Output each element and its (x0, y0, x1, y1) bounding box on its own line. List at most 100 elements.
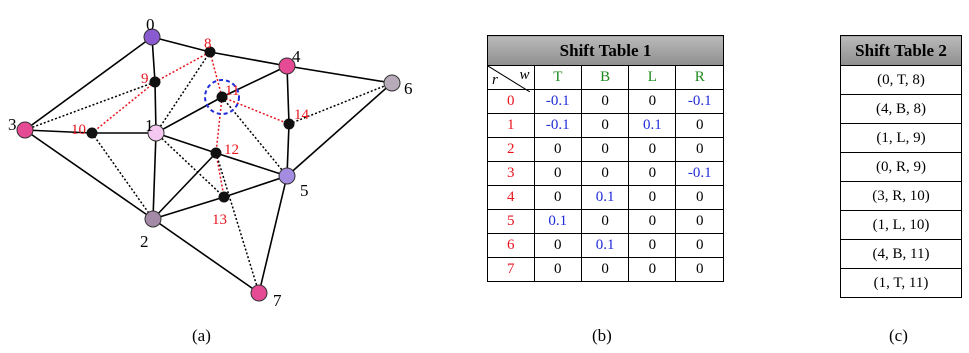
edge-14-6 (288, 82, 393, 125)
shift-table-2: Shift Table 2 (0, T, 8)(4, B, 8)(1, L, 9… (840, 35, 962, 298)
edge-5-7 (258, 175, 288, 294)
table-cell: 0 (533, 185, 583, 210)
edge-8-4 (209, 51, 288, 67)
node-label-5: 5 (300, 181, 309, 200)
node-label-13: 13 (212, 212, 227, 228)
shift-node-13 (218, 191, 230, 203)
table-cell: 0 (533, 233, 583, 258)
table-row: (1, L, 9) (840, 123, 962, 153)
edge-4-14 (286, 65, 290, 125)
node-label-1: 1 (145, 116, 154, 135)
edge-9-1 (154, 81, 157, 134)
col-variable-label: w (519, 67, 530, 83)
table-row: (1, T, 11) (840, 268, 962, 298)
table-cell: 0 (581, 137, 630, 162)
shift-entry-cell: (0, R, 9) (840, 152, 962, 182)
vertex-node-3 (16, 121, 34, 139)
table-cell: 0 (628, 89, 677, 114)
row-variable-label: r (492, 72, 498, 88)
shift-node-10 (86, 127, 98, 139)
shift-table-1-title: Shift Table 1 (487, 35, 724, 66)
vertex-node-5 (278, 167, 296, 185)
shift-table-2-title: Shift Table 2 (840, 35, 962, 66)
edge-9-10 (91, 81, 156, 134)
edge-12-5 (215, 152, 288, 177)
node-label-2: 2 (140, 232, 149, 251)
node-label-4: 4 (292, 47, 301, 66)
vertex-node-2 (144, 210, 162, 228)
table-cell: -0.1 (533, 113, 583, 138)
table-cell: 0.1 (581, 233, 630, 258)
node-label-9: 9 (141, 71, 149, 87)
edge-1-12 (155, 132, 217, 154)
edge-2-12 (152, 152, 217, 220)
row-index-cell: 5 (487, 209, 535, 234)
table-cell: -0.1 (675, 89, 724, 114)
row-index-cell: 6 (487, 233, 535, 258)
table-cell: 0 (675, 257, 724, 282)
node-label-6: 6 (404, 79, 413, 98)
table-cell: 0 (533, 161, 583, 186)
caption-b: (b) (592, 326, 612, 345)
edge-0-8 (151, 36, 211, 53)
shift-node-14 (283, 118, 295, 130)
vertex-node-6 (383, 74, 401, 92)
edge-1-11 (155, 96, 223, 134)
row-index-cell: 1 (487, 113, 535, 138)
table-cell: 0 (628, 233, 677, 258)
col-header-t: T (533, 65, 583, 90)
shift-entry-cell: (1, L, 10) (840, 210, 962, 240)
table-row: (3, R, 10) (840, 181, 962, 211)
row-index-cell: 3 (487, 161, 535, 186)
vertex-node-0 (143, 28, 161, 46)
edge-1-8 (155, 51, 211, 134)
edge-3-10 (24, 129, 93, 134)
row-index-cell: 0 (487, 89, 535, 114)
table-cell: 0 (628, 209, 677, 234)
table-cell: 0 (675, 113, 724, 138)
edge-6-5 (286, 82, 393, 177)
shift-entry-cell: (1, T, 11) (840, 268, 962, 298)
shift-node-12 (210, 147, 222, 159)
table-cell: 0 (581, 161, 630, 186)
shift-entry-cell: (0, T, 8) (840, 65, 962, 95)
caption-c: (c) (889, 326, 908, 345)
highlight-ring (204, 79, 240, 115)
edge-12-7 (215, 152, 260, 294)
edge-11-4 (221, 65, 288, 98)
shift-entry-cell: (3, R, 10) (840, 181, 962, 211)
edge-3-2 (24, 129, 154, 220)
table-cell: 0.1 (628, 113, 677, 138)
shift-node-8 (204, 46, 216, 58)
row-index-cell: 7 (487, 257, 535, 282)
table-cell: 0 (533, 257, 583, 282)
table-cell: 0 (628, 257, 677, 282)
node-label-3: 3 (8, 115, 17, 134)
edge-11-5 (221, 96, 288, 177)
col-header-r: R (675, 65, 724, 90)
edge-14-5 (286, 123, 290, 177)
table-cell: 0.1 (533, 209, 583, 234)
shift-node-9 (149, 76, 161, 88)
table-cell: 0 (628, 161, 677, 186)
table-cell: 0 (581, 89, 630, 114)
table-cell: 0 (533, 137, 583, 162)
table-row: (4, B, 11) (840, 239, 962, 269)
vertex-node-4 (278, 57, 296, 75)
vertex-node-7 (250, 284, 268, 302)
table-row: (4, B, 8) (840, 94, 962, 124)
shift-entry-cell: (1, L, 9) (840, 123, 962, 153)
vertex-node-1 (147, 124, 165, 142)
node-label-14: 14 (294, 107, 310, 123)
edge-0-3 (24, 36, 153, 131)
